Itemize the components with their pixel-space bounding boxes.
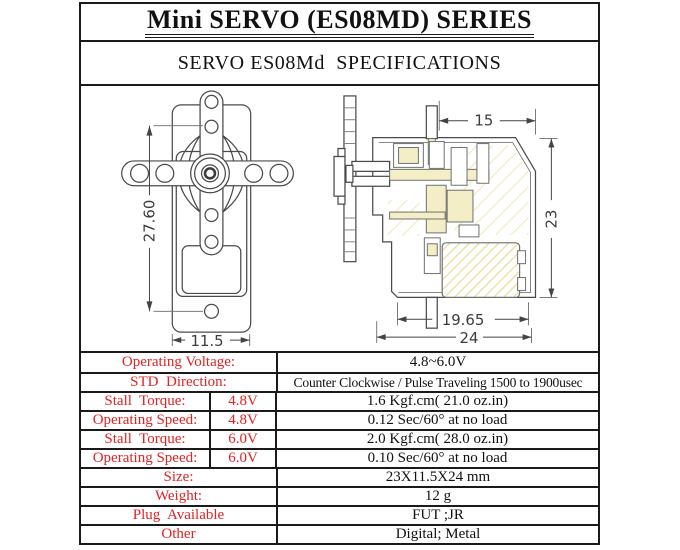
side-inner-width-dim-label: 19.65 bbox=[442, 311, 485, 329]
spec-value: FUT ;JR bbox=[276, 507, 598, 524]
spec-label: Plug Available bbox=[132, 507, 225, 523]
spec-value: 2.0 Kgf.cm( 28.0 oz.in) bbox=[275, 431, 598, 448]
spec-value: 23X11.5X24 mm bbox=[276, 469, 598, 486]
subtitle-band: SERVO ES08Md SPECIFICATIONS bbox=[81, 42, 598, 86]
table-row: Stall Torque: 6.0V 2.0 Kgf.cm( 28.0 oz.i… bbox=[81, 429, 598, 448]
horn-gear-teeth bbox=[343, 107, 356, 253]
spec-value: Digital; Metal bbox=[276, 526, 598, 543]
side-height-dimension: 23 bbox=[539, 138, 560, 298]
table-row: Stall Torque: 4.8V 1.6 Kgf.cm( 21.0 oz.i… bbox=[81, 391, 598, 410]
spec-label: Weight: bbox=[154, 488, 203, 504]
spec-value: 0.12 Sec/60° at no load bbox=[275, 412, 598, 429]
servo-drawing-svg: 27.60 11.5 bbox=[121, 90, 560, 350]
side-top-dimension: 15 bbox=[438, 100, 536, 135]
spec-label: STD Direction: bbox=[130, 374, 227, 390]
side-top-dim-label: 15 bbox=[474, 112, 493, 130]
side-overall-width-dimension: 24 bbox=[376, 321, 532, 347]
side-inner-width-dimension: 19.65 bbox=[397, 302, 529, 329]
spec-value: 1.6 Kgf.cm( 21.0 oz.in) bbox=[275, 393, 598, 410]
table-row: Operating Speed: 4.8V 0.12 Sec/60° at no… bbox=[81, 410, 598, 429]
table-row: Other Digital; Metal bbox=[81, 524, 598, 543]
title-band: Mini SERVO (ES08MD) SERIES bbox=[81, 4, 598, 42]
spec-condition: 4.8V bbox=[209, 412, 275, 429]
table-row: Weight: 12 g bbox=[81, 486, 598, 505]
spec-label: Size: bbox=[163, 469, 194, 485]
side-overall-width-dim-label: 24 bbox=[460, 329, 479, 347]
spec-value: 4.8~6.0V bbox=[276, 353, 598, 372]
spec-label: Stall Torque: bbox=[104, 393, 186, 409]
table-row: Plug Available FUT ;JR bbox=[81, 505, 598, 524]
table-row: Operating Speed: 6.0V 0.10 Sec/60° at no… bbox=[81, 448, 598, 467]
front-width-dim-label: 11.5 bbox=[190, 332, 223, 350]
spec-condition: 6.0V bbox=[209, 450, 275, 467]
page-subtitle: SERVO ES08Md SPECIFICATIONS bbox=[177, 51, 502, 74]
spec-label: Operating Speed: bbox=[92, 412, 198, 428]
specifications-table: Operating Voltage: 4.8~6.0V STD Directio… bbox=[81, 353, 598, 543]
table-row: Operating Voltage: 4.8~6.0V bbox=[81, 353, 598, 372]
sheet-frame: Mini SERVO (ES08MD) SERIES SERVO ES08Md … bbox=[79, 2, 600, 545]
spec-condition: 4.8V bbox=[209, 393, 275, 410]
technical-drawings: 27.60 11.5 bbox=[81, 86, 598, 353]
front-view-drawing: 27.60 11.5 bbox=[121, 90, 294, 350]
spec-label: Other bbox=[161, 526, 196, 542]
front-height-dimension: 27.60 bbox=[140, 125, 204, 312]
spec-label: Stall Torque: bbox=[104, 431, 186, 447]
front-width-dimension: 11.5 bbox=[171, 332, 251, 350]
table-row: STD Direction: Counter Clockwise / Pulse… bbox=[81, 372, 598, 391]
front-height-dim-label: 27.60 bbox=[140, 200, 158, 243]
spec-value: 12 g bbox=[276, 488, 598, 505]
table-row: Size: 23X11.5X24 mm bbox=[81, 467, 598, 486]
spec-value: Counter Clockwise / Pulse Traveling 1500… bbox=[276, 374, 598, 391]
side-view-drawing: 15 23 bbox=[333, 95, 560, 347]
page-title: Mini SERVO (ES08MD) SERIES bbox=[144, 6, 535, 39]
spec-condition: 6.0V bbox=[209, 431, 275, 448]
spec-label: Operating Voltage: bbox=[121, 354, 236, 370]
side-height-dim-label: 23 bbox=[542, 210, 560, 229]
spec-value: 0.10 Sec/60° at no load bbox=[275, 450, 598, 467]
spec-label: Operating Speed: bbox=[92, 450, 198, 466]
